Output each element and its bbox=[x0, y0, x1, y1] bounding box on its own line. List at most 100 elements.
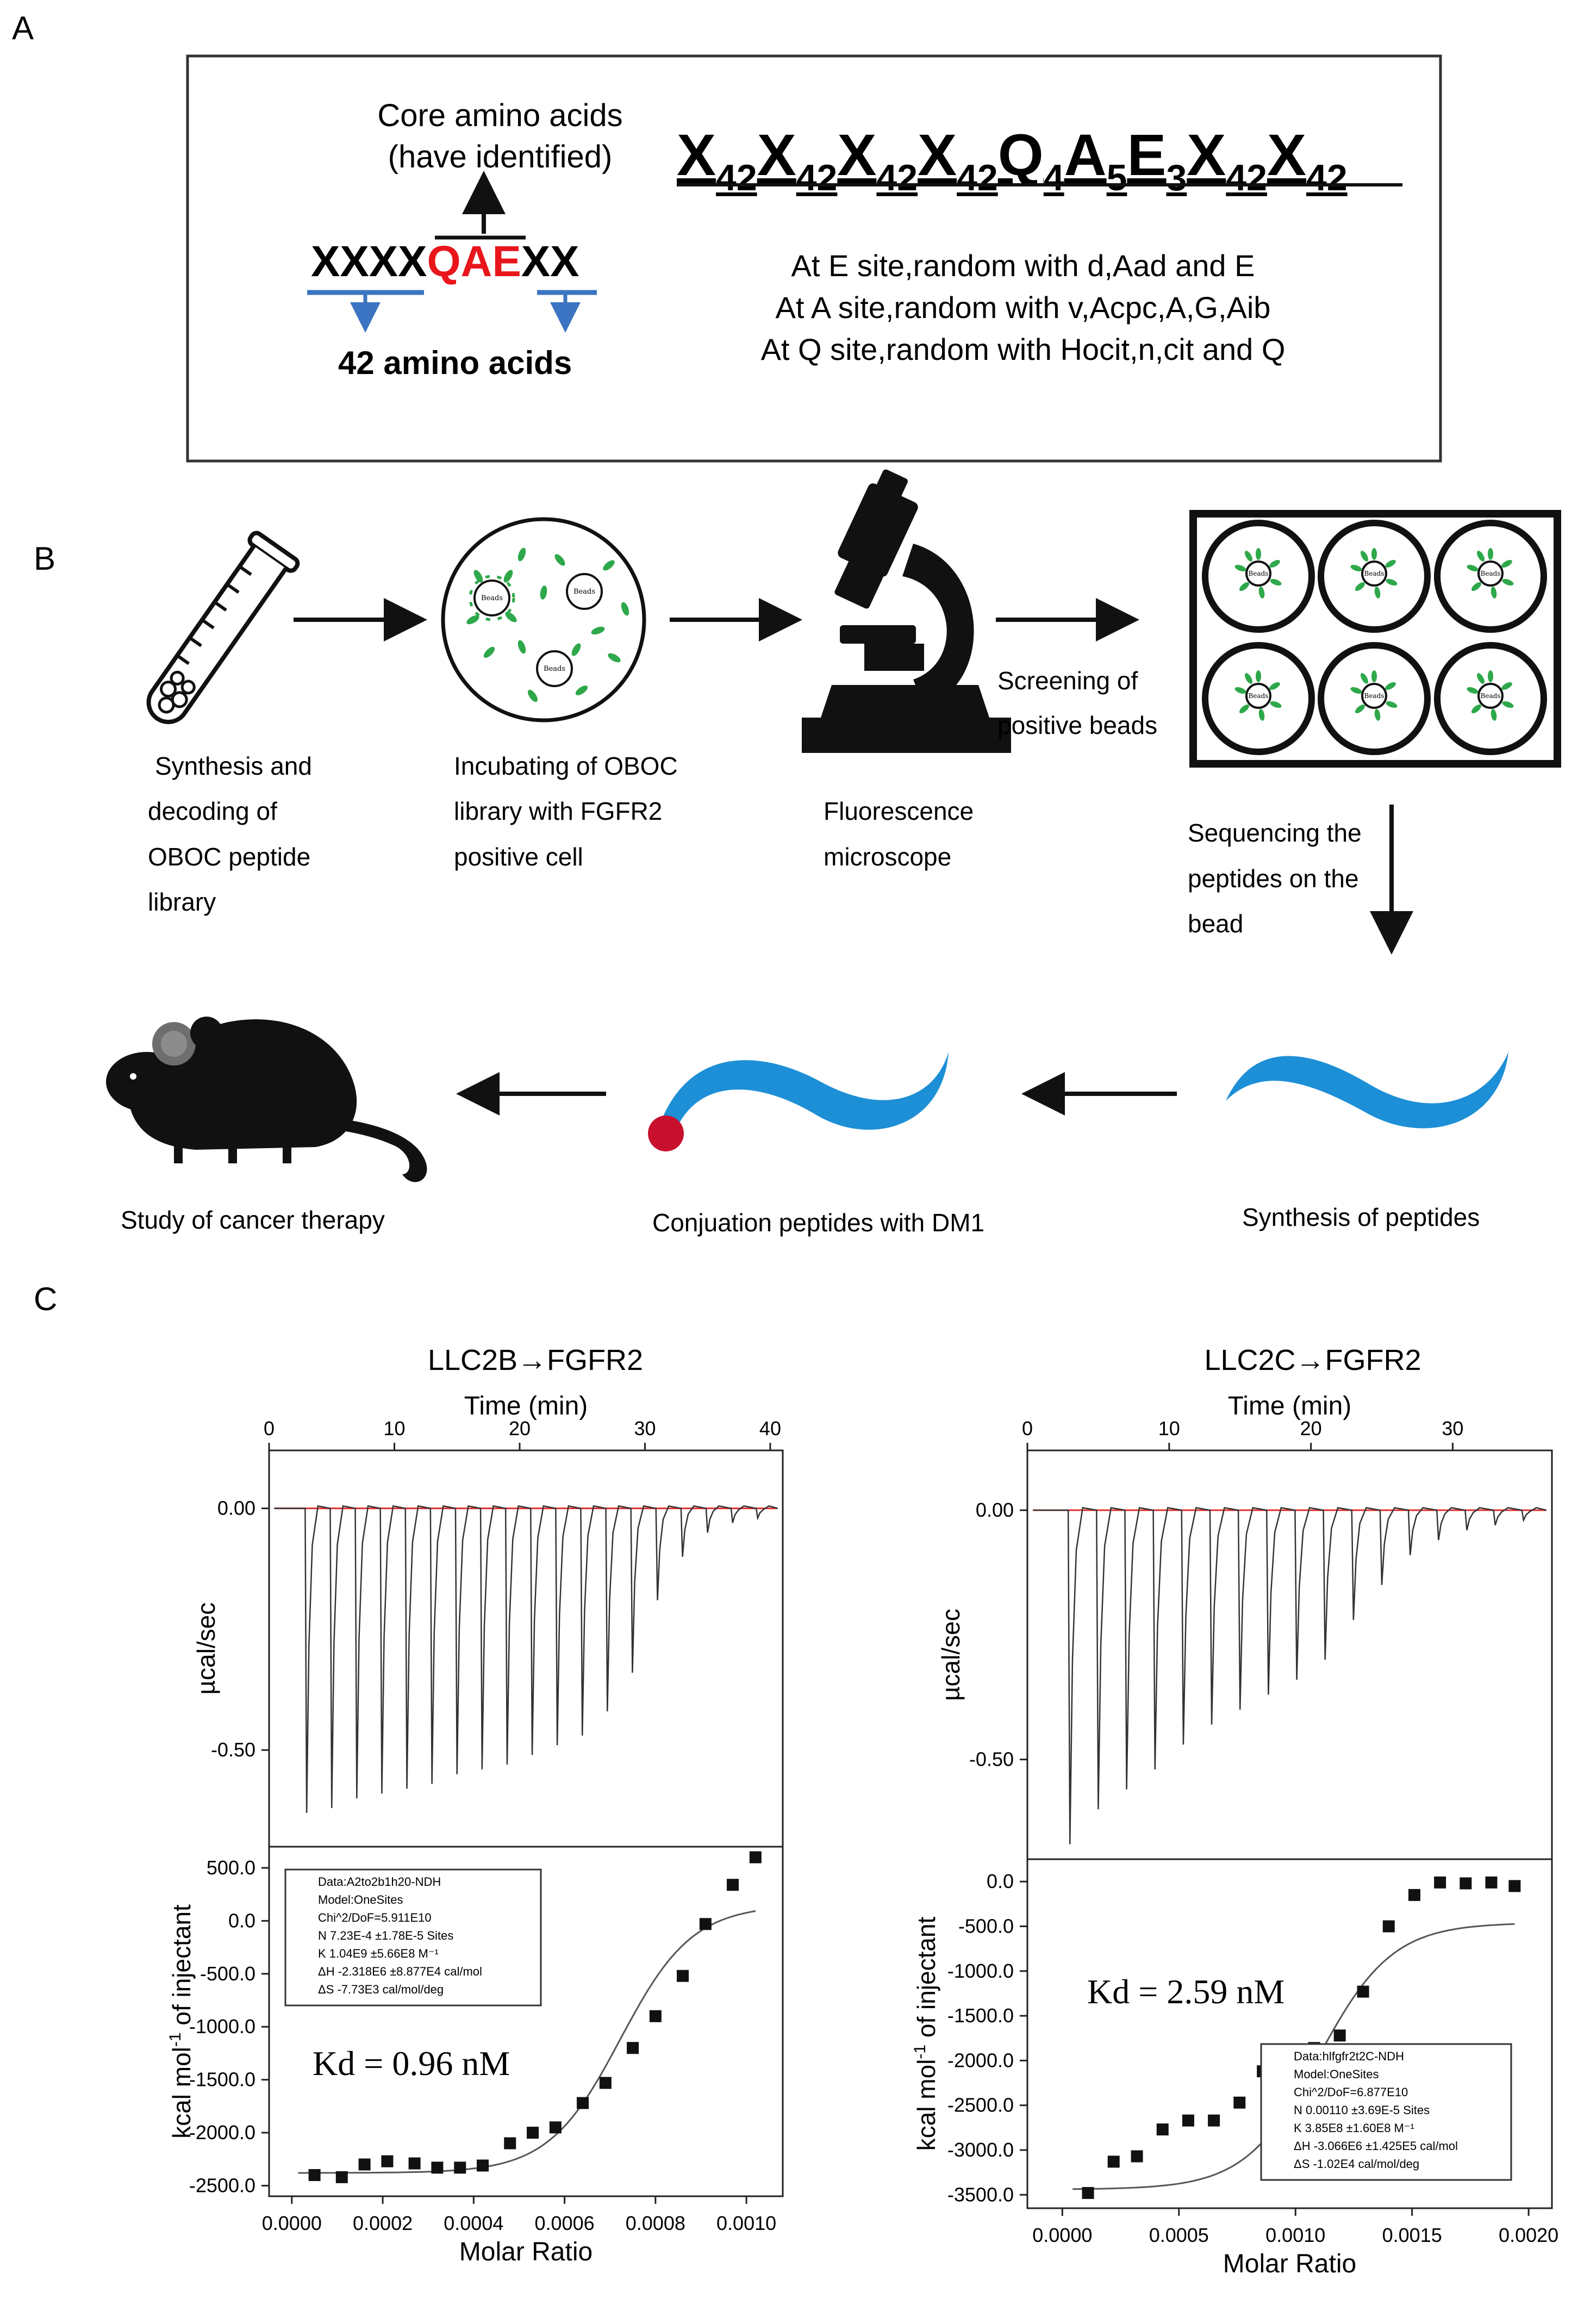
fit-parameter-line: ΔS -7.73E3 cal/mol/deg bbox=[318, 1983, 444, 1996]
top-y-tick-label: 0.00 bbox=[217, 1497, 255, 1519]
bottom-x-tick-label: 0.0010 bbox=[1265, 2224, 1325, 2246]
peptide-strand bbox=[1226, 1052, 1508, 1129]
bottom-y-tick-label: -1500.0 bbox=[189, 2068, 255, 2091]
bottom-y-tick-label: -1000.0 bbox=[189, 2015, 255, 2038]
formula-subscript: 42 bbox=[716, 157, 757, 198]
sequence-motif: XXXXQAEXX bbox=[311, 237, 579, 285]
top-y-tick-label: -0.50 bbox=[969, 1748, 1014, 1771]
fit-parameter-line: Model:OneSites bbox=[1294, 2067, 1379, 2081]
bottom-y-tick-label: -3000.0 bbox=[947, 2139, 1014, 2161]
step-6-caption: Synthesis of peptides bbox=[1242, 1203, 1480, 1231]
data-point bbox=[1333, 2029, 1346, 2042]
data-point bbox=[1508, 1880, 1521, 1892]
top-x-tick-label: 40 bbox=[759, 1417, 781, 1440]
bottom-x-tick-label: 0.0006 bbox=[535, 2212, 595, 2234]
formula-subscript: 42 bbox=[796, 157, 838, 198]
bottom-y-tick-label: -2500.0 bbox=[189, 2175, 255, 2197]
mouse-icon bbox=[106, 1017, 427, 1182]
data-point bbox=[431, 2161, 444, 2174]
data-point bbox=[749, 1851, 762, 1864]
step-2-line: library with FGFR2 bbox=[454, 797, 662, 825]
kd-label: Kd = 0.96 nM bbox=[313, 2044, 510, 2083]
bottom-y-tick-label: 0.0 bbox=[228, 1909, 255, 1932]
site-line-a: At A site,random with v,Acpc,A,G,Aib bbox=[776, 290, 1271, 325]
seq-prefix: XXXX bbox=[311, 237, 427, 285]
data-point bbox=[527, 2127, 539, 2139]
bead-label: Beads bbox=[481, 594, 503, 602]
data-point bbox=[1357, 1985, 1369, 1998]
fit-parameter-line: K 1.04E9 ±5.66E8 M⁻¹ bbox=[318, 1947, 439, 1960]
formula-residue: Q bbox=[998, 122, 1044, 188]
binding-isotherm-frame bbox=[1026, 1858, 1553, 2209]
data-point bbox=[308, 2169, 321, 2182]
data-point bbox=[549, 2121, 562, 2134]
panel-a-frame bbox=[186, 54, 1442, 463]
y-label-main: kcal mol bbox=[912, 2059, 940, 2151]
data-point bbox=[1131, 2150, 1143, 2163]
fit-parameter-line: ΔH -3.066E6 ±1.425E5 cal/mol bbox=[1294, 2139, 1458, 2153]
core-label-line1: Core amino acids bbox=[377, 98, 622, 133]
bottom-y-axis-label: kcal mol-1 of injectant bbox=[911, 1916, 940, 2151]
seq-core: QAE bbox=[427, 237, 521, 285]
panel-a-letter: A bbox=[12, 10, 34, 46]
top-x-tick-label: 0 bbox=[1022, 1417, 1033, 1440]
data-point bbox=[454, 2161, 466, 2174]
step-5-line: Sequencing the bbox=[1188, 819, 1362, 847]
step-3-caption: Fluorescence microscope bbox=[824, 797, 974, 871]
binding-isotherm-frame bbox=[268, 1846, 784, 2197]
y-label-rest: of injectant bbox=[912, 1916, 940, 2044]
step-4-line: positive beads bbox=[997, 711, 1157, 739]
peptide-dm1-strand bbox=[660, 1052, 949, 1130]
top-x-tick-label: 20 bbox=[1300, 1417, 1322, 1440]
top-x-tick-label: 10 bbox=[1158, 1417, 1180, 1440]
bottom-x-tick-label: 0.0005 bbox=[1149, 2224, 1209, 2246]
top-x-tick-label: 0 bbox=[264, 1417, 275, 1440]
step-8-caption: Study of cancer therapy bbox=[121, 1206, 385, 1234]
chart-title: LLC2C→FGFR2 bbox=[1204, 1344, 1421, 1376]
data-point bbox=[335, 2171, 348, 2183]
formula-subscript: 4 bbox=[1044, 157, 1064, 198]
seq-suffix: XX bbox=[521, 237, 579, 285]
kd-label: Kd = 2.59 nM bbox=[1087, 1972, 1284, 2011]
step-2-line: positive cell bbox=[454, 843, 583, 871]
fit-parameter-line: Data:hlfgfr2t2C-NDH bbox=[1294, 2049, 1404, 2063]
formula-subscript: 42 bbox=[957, 157, 998, 198]
top-x-axis-label: Time (min) bbox=[464, 1392, 588, 1420]
step-3-line: microscope bbox=[824, 843, 951, 871]
bead-label: Beads bbox=[1481, 570, 1501, 577]
formula-residue: A bbox=[1064, 122, 1107, 188]
fit-parameter-line: Chi^2/DoF=5.911E10 bbox=[318, 1911, 432, 1924]
bead-label: Beads bbox=[544, 665, 565, 673]
step-4-line: Screening of bbox=[997, 666, 1138, 695]
bottom-y-tick-label: -1000.0 bbox=[947, 1960, 1014, 1982]
bottom-y-tick-label: 500.0 bbox=[207, 1856, 255, 1879]
formula-residue: E bbox=[1127, 122, 1166, 188]
library-formula: X42X42X42X42Q4A5E3X42X42 bbox=[677, 122, 1402, 198]
data-point bbox=[408, 2157, 421, 2170]
bottom-x-tick-label: 0.0010 bbox=[716, 2212, 776, 2234]
fit-parameter-line: ΔH -2.318E6 ±8.877E4 cal/mol bbox=[318, 1965, 482, 1978]
data-point bbox=[1408, 1889, 1420, 1901]
formula-residue: X bbox=[837, 122, 876, 188]
bottom-y-tick-label: -500.0 bbox=[200, 1962, 255, 1985]
data-point bbox=[1485, 1876, 1498, 1889]
bottom-x-tick-label: 0.0000 bbox=[262, 2212, 322, 2234]
data-point bbox=[1434, 1876, 1446, 1889]
data-point bbox=[1233, 2096, 1246, 2109]
top-x-tick-label: 10 bbox=[383, 1417, 405, 1440]
thermogram-frame bbox=[1026, 1449, 1553, 1860]
thermogram-trace bbox=[1033, 1507, 1546, 1845]
fit-parameter-line: Data:A2to2b1h20-NDH bbox=[318, 1875, 441, 1889]
fit-parameter-box bbox=[284, 1868, 542, 2007]
data-point bbox=[627, 2042, 639, 2054]
top-y-axis-label: µcal/sec bbox=[937, 1609, 965, 1701]
formula-text: X42X42X42X42Q4A5E3X42X42 bbox=[677, 122, 1348, 198]
data-point bbox=[1460, 1877, 1472, 1890]
data-point bbox=[1082, 2187, 1094, 2200]
aa-count-label: 42 amino acids bbox=[338, 345, 572, 381]
y-label-sup: -1 bbox=[166, 2032, 184, 2047]
fit-parameter-line: Chi^2/DoF=6.877E10 bbox=[1294, 2085, 1408, 2099]
